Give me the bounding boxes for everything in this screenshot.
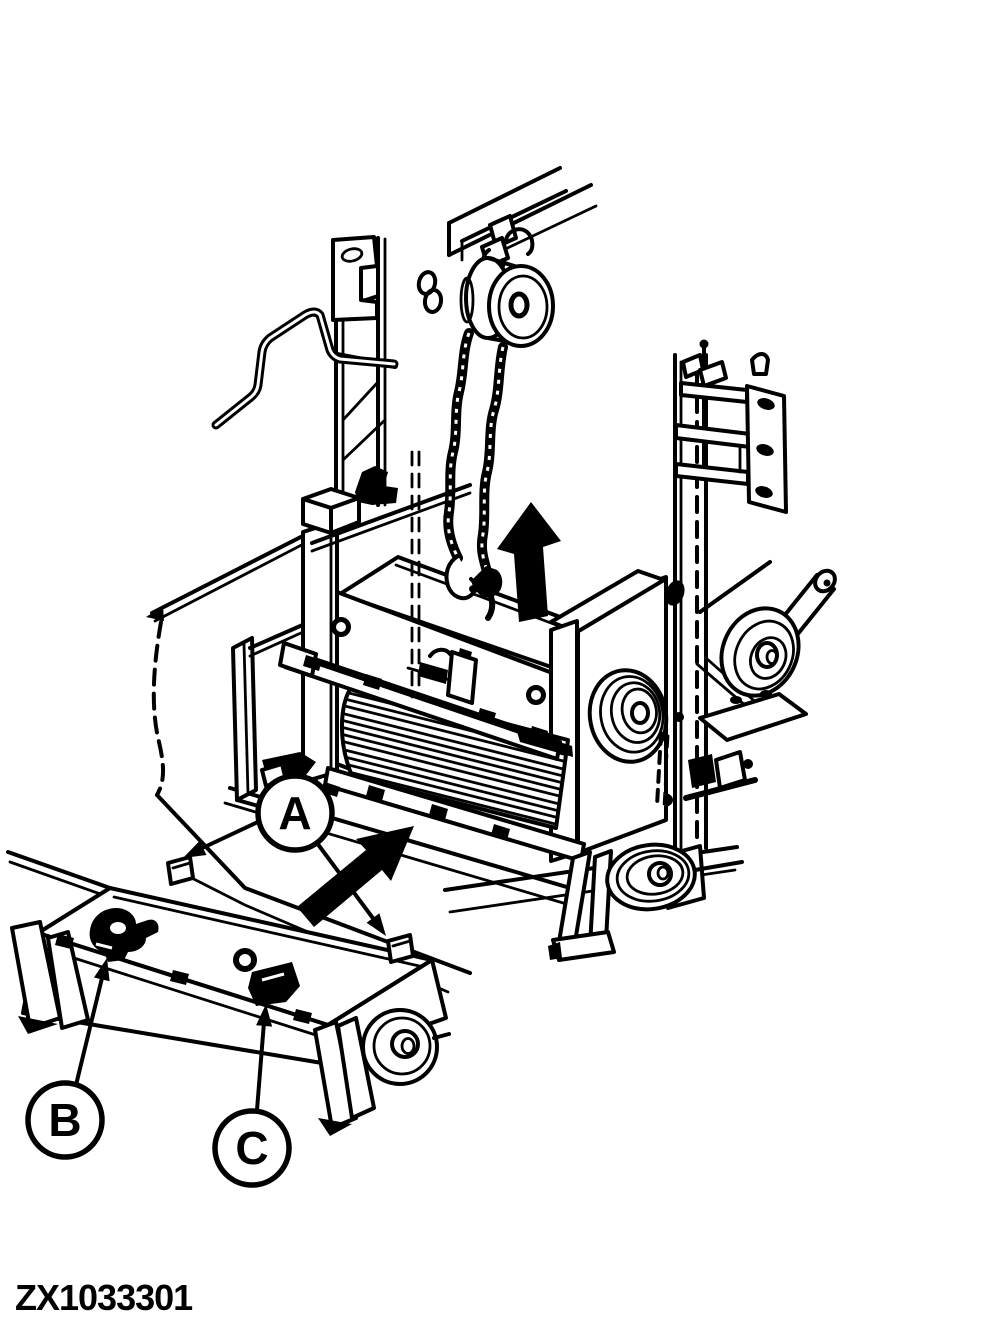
callout-a-leader-right xyxy=(315,841,380,927)
mounting-bracket xyxy=(674,381,788,514)
tray-pulley xyxy=(361,1008,451,1086)
tray-assembly xyxy=(10,855,451,1136)
figure-code: ZX1033301 xyxy=(15,1277,193,1317)
hidden-belt-line xyxy=(655,731,663,808)
chain-hook-right xyxy=(472,566,503,598)
callout-a-leader-left xyxy=(194,818,264,853)
insert-direction-arrow xyxy=(297,826,414,927)
chain-hook-left xyxy=(444,554,477,601)
chain-end-rings xyxy=(416,270,444,314)
overhead-rail xyxy=(447,166,598,264)
lift-direction-arrow xyxy=(497,502,561,622)
bolt-hole xyxy=(526,685,546,705)
locating-pin-left xyxy=(166,855,195,886)
lift-chains xyxy=(443,328,508,621)
lower-pulley xyxy=(605,842,744,912)
spring-clamp xyxy=(355,466,398,505)
callout-a: A xyxy=(255,773,335,853)
machine-legs xyxy=(548,849,616,962)
upper-front-bar xyxy=(278,641,573,761)
callout-a-label: A xyxy=(278,787,311,839)
bracket-hole xyxy=(340,247,364,263)
callout-c-label: C xyxy=(235,1122,268,1174)
machine-assembly xyxy=(278,466,744,962)
deck-side-panel xyxy=(231,618,317,824)
bolt-hole xyxy=(331,617,351,637)
callout-b-leader xyxy=(74,976,104,1087)
callout-b-label: B xyxy=(48,1094,81,1146)
center-clamp xyxy=(406,647,478,705)
mast-bracket-plate xyxy=(331,235,379,322)
callout-b: B xyxy=(25,1080,105,1160)
hidden-chain-line xyxy=(410,450,421,699)
chain-hoist xyxy=(459,214,555,348)
locating-pin-right xyxy=(386,933,415,964)
handle-rod xyxy=(211,307,399,430)
callout-leaders xyxy=(74,818,386,1112)
latch-b-target xyxy=(89,908,159,962)
callout-c: C xyxy=(212,1108,292,1188)
idler-sheave-assembly xyxy=(695,560,837,742)
latch-c-target xyxy=(233,948,300,1006)
callout-c-leader xyxy=(255,1020,266,1112)
break-line xyxy=(151,620,166,797)
drive-pulley xyxy=(587,668,684,808)
